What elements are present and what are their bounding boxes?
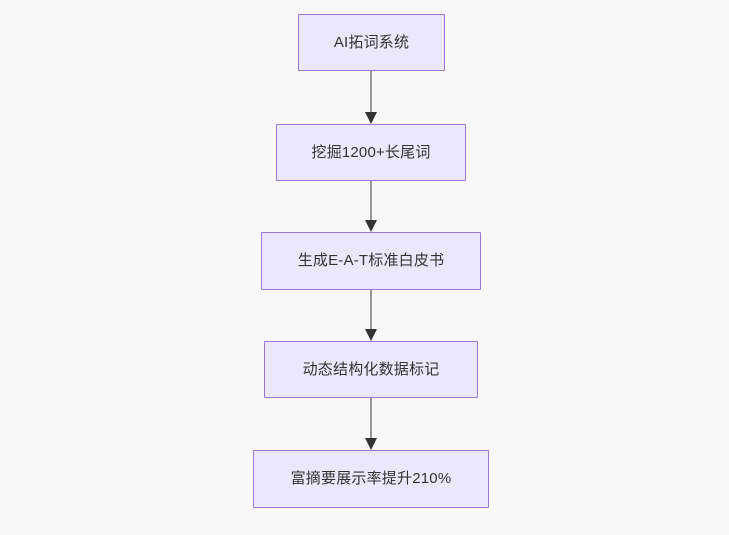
flow-node-label: 挖掘1200+长尾词 <box>311 143 431 161</box>
arrowhead-down-icon <box>365 112 377 124</box>
edge-n4-n5 <box>365 398 377 450</box>
flow-node-label: 富摘要展示率提升210% <box>290 470 452 487</box>
flow-node-label: 动态结构化数据标记 <box>302 360 440 378</box>
flow-node-generate-eat-whitepaper[interactable]: 生成E-A-T标准白皮书 <box>261 232 481 290</box>
flow-node-ai-keyword-system[interactable]: AI拓词系统 <box>298 14 445 71</box>
flow-node-rich-snippet-impression-uplift[interactable]: 富摘要展示率提升210% <box>253 450 489 508</box>
edge-n1-n2 <box>365 71 377 124</box>
arrowhead-down-icon <box>365 220 377 232</box>
arrowhead-down-icon <box>365 438 377 450</box>
arrowhead-down-icon <box>365 329 377 341</box>
flow-node-label: 生成E-A-T标准白皮书 <box>297 252 445 269</box>
flow-node-mine-longtail-keywords[interactable]: 挖掘1200+长尾词 <box>276 124 466 181</box>
flow-node-label: AI拓词系统 <box>333 33 410 51</box>
flow-node-dynamic-structured-data-markup[interactable]: 动态结构化数据标记 <box>264 341 478 398</box>
edge-n3-n4 <box>365 290 377 341</box>
edge-n2-n3 <box>365 181 377 232</box>
